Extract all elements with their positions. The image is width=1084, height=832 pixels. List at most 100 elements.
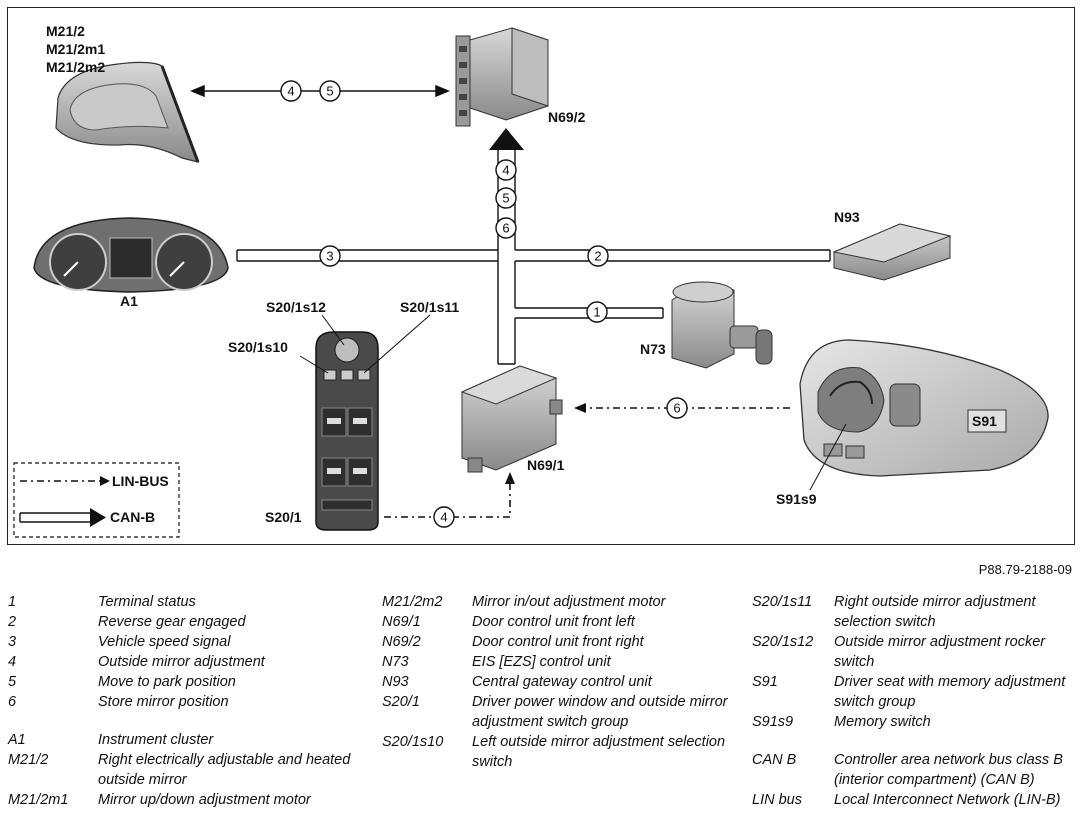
legend-row: M21/2m2 Mirror in/out adjustment motor bbox=[382, 592, 732, 612]
legend-row: LIN bus Local Interconnect Network (LIN-B… bbox=[752, 790, 1078, 810]
legend-row: 1 Terminal status bbox=[8, 592, 358, 612]
label-s91s9: S91s9 bbox=[776, 491, 817, 507]
legend-row: 3 Vehicle speed signal bbox=[8, 632, 358, 652]
legend-column-1: 1 Terminal status 2 Reverse gear engaged 3 Ve… bbox=[8, 592, 358, 810]
can-b-legend-label: CAN-B bbox=[110, 509, 155, 525]
bus-legend-box bbox=[13, 462, 180, 538]
label-s20-1s10: S20/1s10 bbox=[228, 339, 288, 355]
marker-4: 4 bbox=[502, 163, 509, 178]
label-m21-2m1: M21/2m1 bbox=[46, 41, 105, 57]
label-n73: N73 bbox=[640, 341, 666, 357]
switch-group-image bbox=[315, 331, 379, 531]
gateway-module-image bbox=[832, 223, 952, 281]
legend-row: 6 Store mirror position bbox=[8, 692, 358, 712]
label-m21-2m2: M21/2m2 bbox=[46, 59, 105, 75]
legend-code: 5 bbox=[8, 674, 17, 690]
legend-code: S91s9 bbox=[752, 714, 794, 730]
legend-code: N93 bbox=[382, 674, 409, 690]
legend-code: 1 bbox=[8, 594, 17, 610]
signal-markers bbox=[280, 80, 688, 528]
lin-bus-lines bbox=[384, 407, 790, 518]
label-n93: N93 bbox=[834, 209, 860, 225]
label-n69-2: N69/2 bbox=[548, 109, 586, 125]
legend-row: S20/1 Driver power window and outside mir… bbox=[382, 692, 732, 732]
marker-2: 2 bbox=[594, 249, 601, 264]
diagram-frame bbox=[7, 7, 1075, 545]
switch-leader-lines bbox=[299, 314, 431, 374]
door-control-unit-right-image bbox=[455, 27, 549, 127]
legend-description: Driver seat with memory adjustment switc… bbox=[834, 674, 1066, 710]
arrow-to-door-right bbox=[489, 128, 524, 150]
door-control-unit-left-image bbox=[460, 365, 563, 473]
legend-description: EIS [EZS] control unit bbox=[472, 654, 611, 670]
legend-code: S20/1 bbox=[382, 694, 420, 710]
legend-row: N73 EIS [EZS] control unit bbox=[382, 652, 732, 672]
legend-code: N69/1 bbox=[382, 614, 421, 630]
legend-description: Local Interconnect Network (LIN-B) bbox=[834, 792, 1061, 808]
label-m21-2: M21/2 bbox=[46, 23, 85, 39]
marker-4: 4 bbox=[287, 84, 294, 99]
legend-row: A1 Instrument cluster bbox=[8, 730, 358, 750]
legend-description: Store mirror position bbox=[98, 694, 229, 710]
marker-5: 5 bbox=[502, 191, 509, 206]
legend-row: S20/1s10 Left outside mirror adjustment s… bbox=[382, 732, 732, 772]
legend-row: S91 Driver seat with memory adjustment sw… bbox=[752, 672, 1078, 712]
label-a1: A1 bbox=[120, 293, 138, 309]
label-n69-1: N69/1 bbox=[527, 457, 565, 473]
legend-description: Instrument cluster bbox=[98, 732, 214, 748]
legend-code: LIN bus bbox=[752, 792, 802, 808]
legend-description: Mirror in/out adjustment motor bbox=[472, 594, 666, 610]
legend-code: 3 bbox=[8, 634, 17, 650]
label-s20-1: S20/1 bbox=[265, 509, 302, 525]
legend-code: S20/1s11 bbox=[752, 594, 813, 610]
instrument-cluster-image bbox=[33, 217, 229, 293]
marker-5: 5 bbox=[326, 84, 333, 99]
legend-code: CAN B bbox=[752, 752, 797, 768]
legend-row: N69/2 Door control unit front right bbox=[382, 632, 732, 652]
marker-4: 4 bbox=[440, 510, 447, 525]
legend-code: S91 bbox=[752, 674, 778, 690]
legend-row: 5 Move to park position bbox=[8, 672, 358, 692]
marker-3: 3 bbox=[326, 249, 333, 264]
legend-description: Controller area network bus class B (int… bbox=[834, 752, 1063, 788]
legend-code: M21/2m1 bbox=[8, 792, 69, 808]
legend-row: N93 Central gateway control unit bbox=[382, 672, 732, 692]
legend-code: S20/1s10 bbox=[382, 734, 444, 750]
legend-description: Reverse gear engaged bbox=[98, 614, 246, 630]
seat-switch-group-image bbox=[799, 339, 1049, 491]
legend-spacer bbox=[752, 732, 1078, 750]
legend-code: N73 bbox=[382, 654, 409, 670]
legend-description: Door control unit front left bbox=[472, 614, 635, 630]
legend-row: 2 Reverse gear engaged bbox=[8, 612, 358, 632]
legend-description: Central gateway control unit bbox=[472, 674, 652, 690]
lin-arrow-door-left bbox=[505, 472, 515, 484]
legend-code: N69/2 bbox=[382, 634, 421, 650]
legend-row: CAN B Controller area network bus class B… bbox=[752, 750, 1078, 790]
legend-description: Vehicle speed signal bbox=[98, 634, 231, 650]
legend-code: 6 bbox=[8, 694, 17, 710]
legend-description: Door control unit front right bbox=[472, 634, 644, 650]
legend-description: Left outside mirror adjustment selection… bbox=[472, 734, 726, 770]
eis-control-unit-image bbox=[671, 281, 773, 369]
outside-mirror-image bbox=[55, 61, 200, 163]
marker-6: 6 bbox=[502, 221, 509, 236]
legend-description: Driver power window and outside mirror a… bbox=[472, 694, 728, 730]
legend-code: M21/2 bbox=[8, 752, 49, 768]
label-s20-1s12: S20/1s12 bbox=[266, 299, 326, 315]
legend-description: Move to park position bbox=[98, 674, 236, 690]
marker-1: 1 bbox=[593, 305, 600, 320]
legend-code: 4 bbox=[8, 654, 17, 670]
wiring-diagram: 4 5 4 5 6 3 2 1 6 4 bbox=[13, 23, 1049, 538]
legend-description: Terminal status bbox=[98, 594, 196, 610]
label-s91: S91 bbox=[972, 413, 997, 429]
legend-code: 2 bbox=[8, 614, 17, 630]
legend-code: M21/2m2 bbox=[382, 594, 443, 610]
legend-code: A1 bbox=[8, 732, 26, 748]
legend-row: N69/1 Door control unit front left bbox=[382, 612, 732, 632]
